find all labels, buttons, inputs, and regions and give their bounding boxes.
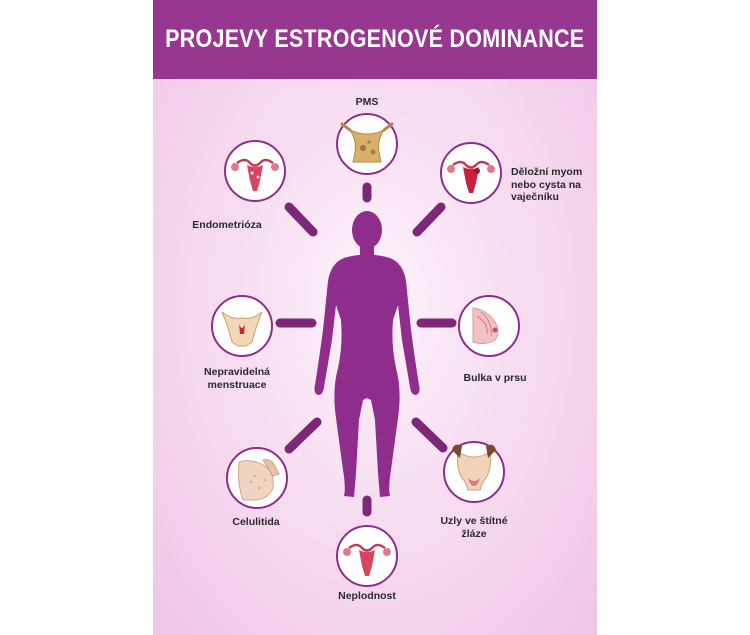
connector-endometrioza xyxy=(284,202,318,237)
label-pms: PMS xyxy=(355,96,379,108)
thigh-icon xyxy=(226,447,288,509)
connector-bars xyxy=(275,182,457,517)
breast-icon xyxy=(458,295,520,357)
label-menstruace: Nepravidelná menstruace xyxy=(204,366,270,391)
label-endometrioza: Endometrióza xyxy=(192,219,262,231)
title-banner: PROJEVY ESTROGENOVÉ DOMINANCE xyxy=(153,0,597,79)
label-celulitida: Celulitida xyxy=(232,516,280,528)
uterus-icon xyxy=(440,142,502,204)
connector-stitna xyxy=(411,417,448,453)
label-bulka: Bulka v prsu xyxy=(463,372,527,384)
label-myom: Děložní myom nebo cysta na vaječníku xyxy=(511,166,583,203)
connector-myom xyxy=(412,202,446,237)
connector-celulitida xyxy=(284,417,322,454)
icon-circles xyxy=(211,113,520,587)
uterus-icon xyxy=(224,140,286,202)
neck-icon xyxy=(443,441,505,503)
label-neplodnost: Neplodnost xyxy=(338,590,396,602)
female-silhouette xyxy=(314,211,420,497)
infographic-poster: PROJEVY ESTROGENOVÉ DOMINANCE xyxy=(153,0,597,635)
pelvis-icon xyxy=(211,295,273,357)
uterus-icon xyxy=(336,525,398,587)
diagram-art xyxy=(211,113,520,587)
poster-title: PROJEVY ESTROGENOVÉ DOMINANCE xyxy=(165,25,585,53)
label-stitna: Uzly ve štítné žláze xyxy=(440,515,508,540)
abdomen-icon xyxy=(336,113,398,175)
